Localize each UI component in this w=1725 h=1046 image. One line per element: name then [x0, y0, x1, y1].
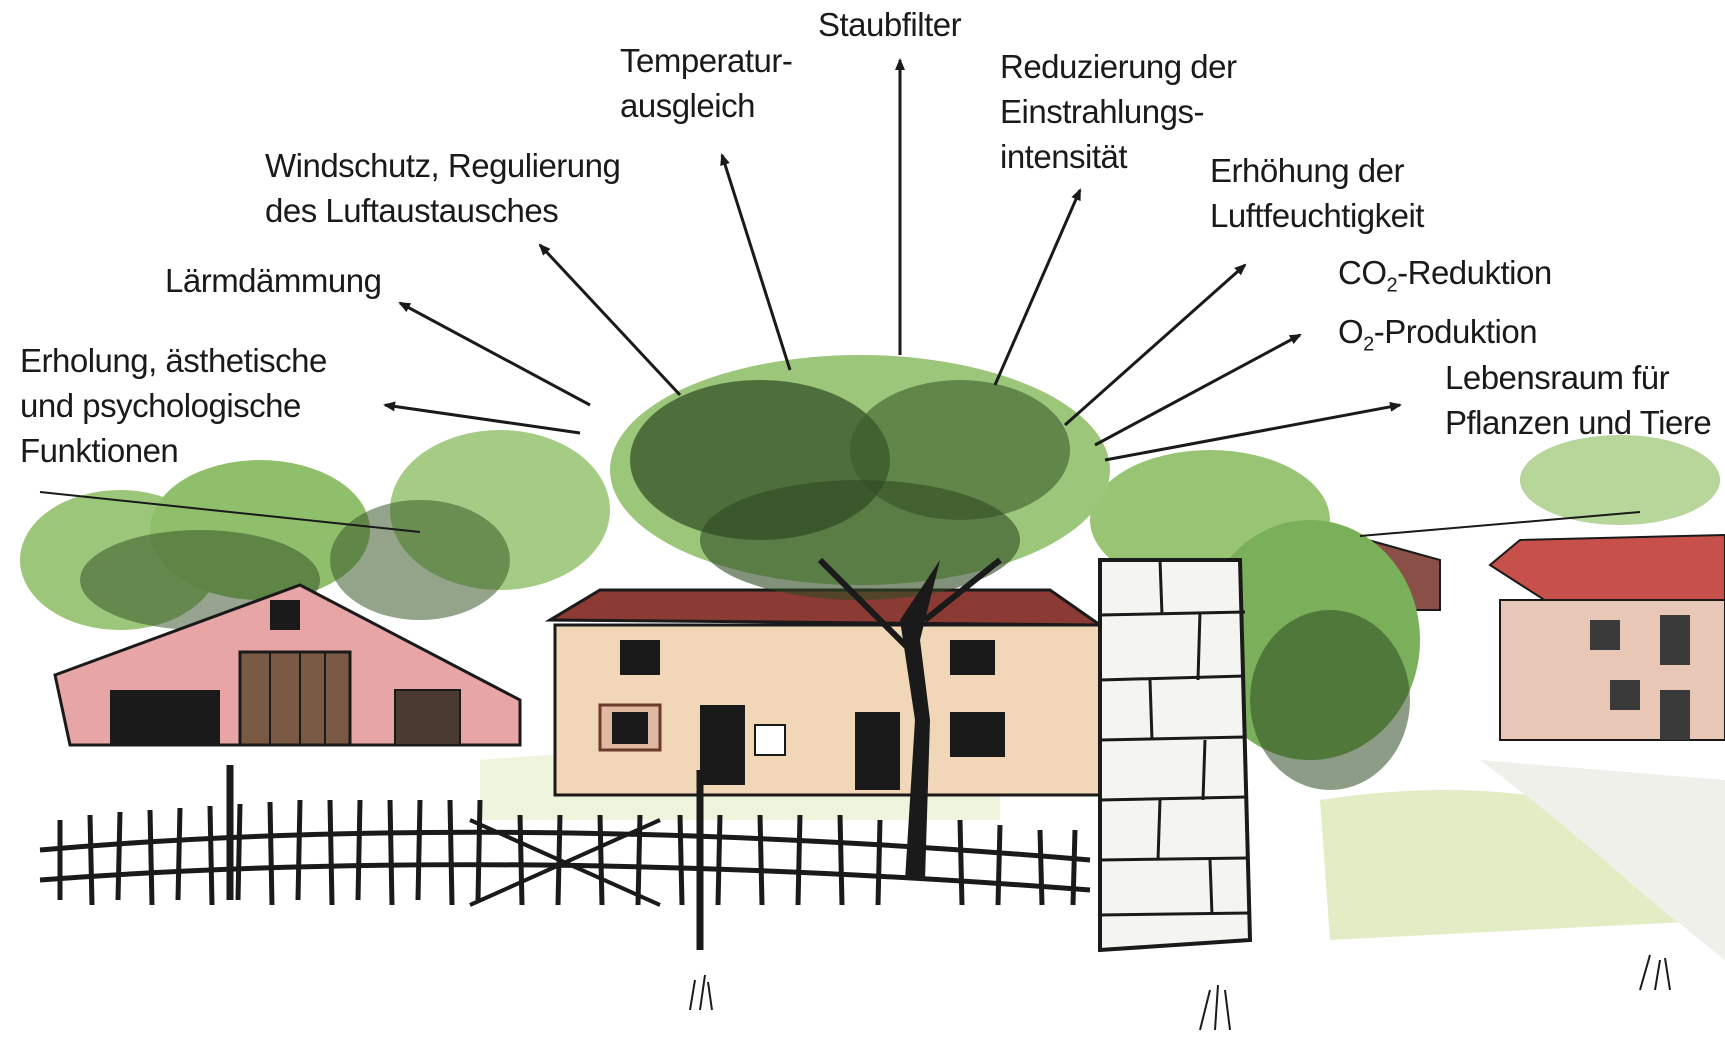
label-erhoehung: Erhöhung der Luftfeuchtigkeit — [1210, 148, 1424, 238]
arrow-erholung — [385, 405, 580, 433]
line-right-horizon — [1360, 512, 1640, 536]
arrow-reduzierung — [995, 190, 1080, 385]
label-reduzierung: Reduzierung der Einstrahlungs- intensitä… — [1000, 44, 1237, 179]
arrow-temperatur — [722, 155, 790, 370]
label-staubfilter: Staubfilter — [818, 2, 961, 47]
label-temperaturausgleich: Temperatur- ausgleich — [620, 38, 792, 128]
arrow-lebensraum — [1105, 405, 1400, 460]
label-erholung: Erholung, ästhetische und psychologische… — [20, 338, 327, 473]
farmhouse-illustration — [550, 590, 1100, 795]
label-co2-reduktion: CO2-Reduktion — [1338, 250, 1552, 309]
label-co2-o2: CO2-Reduktion O2-Produktion — [1338, 250, 1552, 367]
arrow-windschutz — [540, 245, 680, 395]
arrow-erhoehung — [1065, 265, 1245, 425]
stone-pillar-illustration — [1100, 560, 1250, 950]
arrow-laermdaemmung — [400, 303, 590, 405]
label-lebensraum: Lebensraum für Pflanzen und Tiere — [1445, 355, 1711, 445]
label-windschutz: Windschutz, Regulierung des Luftaustausc… — [265, 143, 620, 233]
label-laermdaemmung: Lärmdämmung — [165, 258, 381, 303]
